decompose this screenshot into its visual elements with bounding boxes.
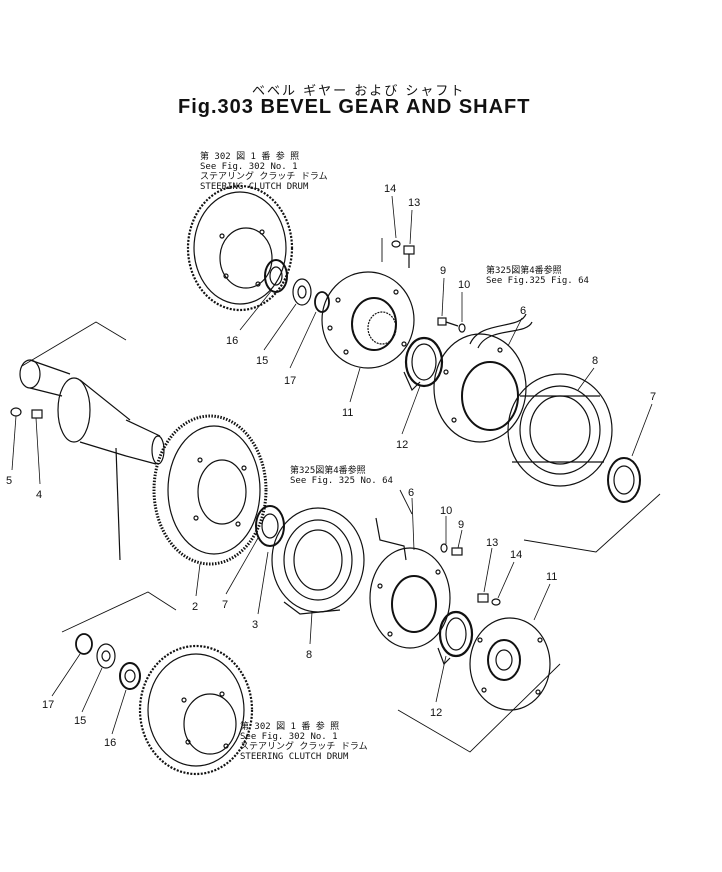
bolt-13-upper — [403, 245, 415, 268]
reference-line-jp: ステアリング クラッチ ドラム — [240, 742, 368, 752]
callout-8: 8 — [306, 649, 312, 661]
reference-line-en: See Fig. 302 No. 1 — [200, 162, 298, 172]
callout-15: 15 — [256, 355, 268, 367]
callout-16: 16 — [226, 335, 238, 347]
callout-9: 9 — [440, 265, 446, 277]
callout-6: 6 — [408, 487, 414, 499]
reference-fig325-top: 第325図第4番参照 See Fig.325 Fig. 64 — [486, 266, 589, 286]
callout-14: 14 — [384, 183, 396, 195]
reference-line-jp: 第 302 図 1 番 参 照 — [240, 722, 340, 732]
steering-clutch-drum-upper — [186, 184, 294, 312]
callout-7: 7 — [222, 599, 228, 611]
reference-line-en: See Fig.325 Fig. 64 — [486, 276, 589, 286]
callout-10: 10 — [440, 505, 452, 517]
callout-12: 12 — [396, 439, 408, 451]
ring-17-lower — [75, 633, 93, 655]
oil-guard-8-lower — [271, 507, 365, 615]
assembly-boundary-lines — [21, 238, 661, 753]
reference-line-en: STEERING CLUTCH DRUM — [200, 182, 309, 192]
seal-12-upper — [403, 336, 444, 392]
reference-line-jp: 第 302 図 1 番 参 照 — [200, 152, 300, 162]
reference-line-en: See Fig. 302 No. 1 — [240, 732, 338, 742]
title-japanese: ベベル ギヤー および シャフト — [252, 84, 466, 99]
lock-washer-10-lower — [440, 543, 448, 553]
callout-10: 10 — [458, 279, 470, 291]
oil-guard-8-upper — [507, 373, 613, 487]
callout-15: 15 — [74, 715, 86, 727]
callout-5: 5 — [6, 475, 12, 487]
reference-line-en: See Fig. 325 No. 64 — [290, 476, 393, 486]
lock-washer-10-upper — [458, 323, 466, 333]
bearing-7-lower — [255, 505, 285, 547]
reference-fig325-middle: 第325図第4番参照 See Fig. 325 No. 64 — [290, 466, 393, 486]
callout-14: 14 — [510, 549, 522, 561]
reference-line-en: STEERING CLUTCH DRUM — [240, 752, 349, 762]
lock-washer-14-lower — [491, 598, 501, 606]
bolt-9-upper — [437, 317, 459, 327]
callout-7: 7 — [650, 391, 656, 403]
washer-15-lower — [96, 643, 116, 669]
nut-16-lower — [119, 662, 141, 690]
callout-17: 17 — [42, 699, 54, 711]
bearing-cage-11-lower — [469, 617, 551, 711]
callout-13: 13 — [408, 197, 420, 209]
lock-washer-14-upper — [391, 240, 401, 248]
callout-11: 11 — [342, 407, 353, 419]
bolt-13-lower — [477, 593, 489, 603]
callout-3: 3 — [252, 619, 258, 631]
callout-16: 16 — [104, 737, 116, 749]
nut-5 — [10, 407, 22, 417]
callout-4: 4 — [36, 489, 42, 501]
bolt-4 — [31, 409, 43, 419]
steering-clutch-drum-lower — [138, 644, 254, 776]
figure-title: Fig.303 BEVEL GEAR AND SHAFT — [178, 96, 531, 118]
callout-17: 17 — [284, 375, 296, 387]
ring-17-upper — [314, 291, 330, 313]
bearing-cage-11-upper — [321, 271, 415, 369]
callout-13: 13 — [486, 537, 498, 549]
reference-steering-clutch-drum-top: 第 302 図 1 番 参 照 See Fig. 302 No. 1 ステアリン… — [200, 152, 328, 192]
callout-8: 8 — [592, 355, 598, 367]
washer-15-upper — [292, 278, 312, 306]
bevel-gear-2 — [152, 414, 268, 566]
bevel-shaft — [19, 359, 165, 561]
callout-12: 12 — [430, 707, 442, 719]
bolt-9-lower — [451, 547, 463, 556]
reference-line-jp: ステアリング クラッチ ドラム — [200, 172, 328, 182]
nut-16-upper — [264, 259, 288, 293]
reference-line-jp: 第325図第4番参照 — [486, 266, 562, 276]
bearing-7-upper — [607, 457, 641, 503]
callout-11: 11 — [546, 571, 557, 583]
callout-6: 6 — [520, 305, 526, 317]
seal-12-lower — [437, 610, 474, 666]
cover-6-upper — [433, 313, 533, 443]
callout-2: 2 — [192, 601, 198, 613]
cover-6-lower — [369, 517, 451, 649]
leader-lines — [11, 195, 653, 735]
callout-9: 9 — [458, 519, 464, 531]
reference-line-jp: 第325図第4番参照 — [290, 466, 366, 476]
reference-steering-clutch-drum-bottom: 第 302 図 1 番 参 照 See Fig. 302 No. 1 ステアリン… — [240, 722, 368, 762]
